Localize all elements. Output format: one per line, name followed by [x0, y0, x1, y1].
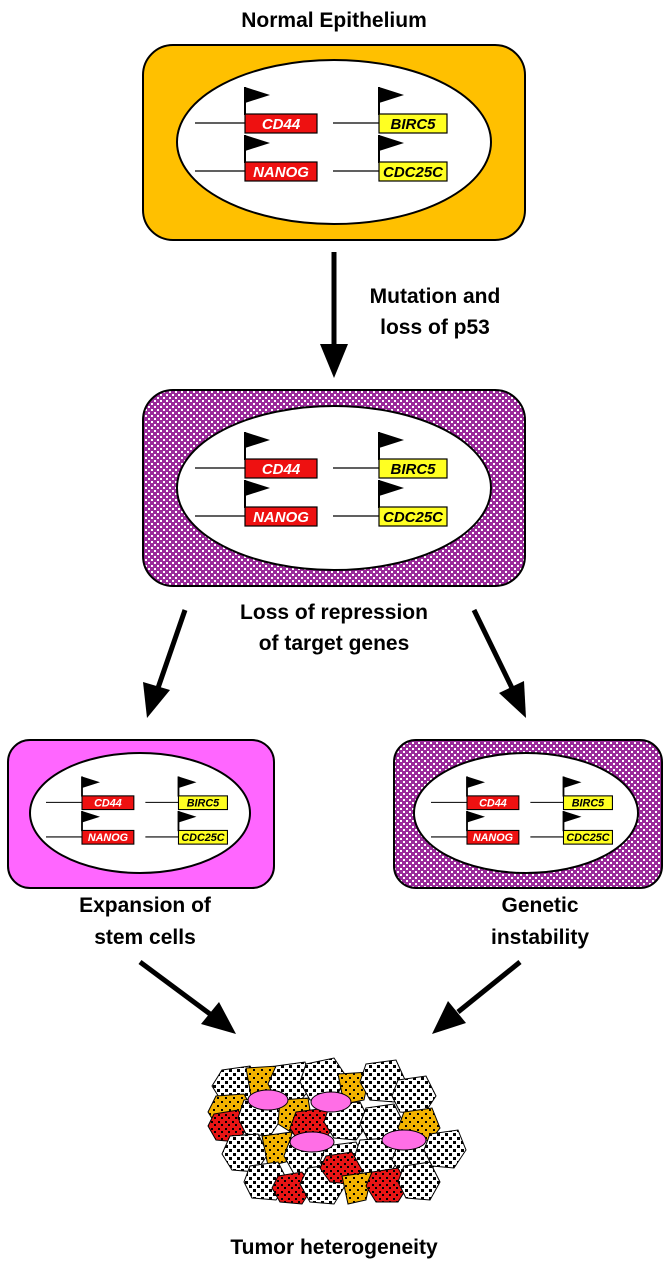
- gene-nanog-box: [244, 161, 318, 182]
- promoter-flag-icon: [244, 87, 270, 115]
- gene-nanog-label: NANOG: [253, 509, 309, 526]
- promoter-flag-icon: [244, 135, 270, 163]
- promoter-flag-icon: [378, 480, 404, 508]
- gene-cd44-box: [244, 458, 318, 479]
- gene-birc5-label: BIRC5: [390, 461, 436, 478]
- tumor-cell-cluster: [207, 1057, 467, 1205]
- gene-nanog-label: NANOG: [473, 832, 514, 844]
- gene-cd44-box: [244, 113, 318, 134]
- promoter-flag-icon: [177, 810, 197, 832]
- promoter-flag-icon: [562, 776, 582, 797]
- gene-birc5-label: BIRC5: [187, 798, 220, 810]
- promoter-flag-icon: [177, 776, 197, 797]
- label-repression-line2: of target genes: [258, 632, 410, 655]
- gene-birc5-box: [562, 795, 613, 811]
- gene-cdc25c-box: [378, 506, 448, 527]
- gene-nanog-box: [81, 829, 135, 845]
- normal-epithelium-cell: CD44 NANOG BIRC5 CDC25C: [142, 44, 526, 241]
- gene-nanog-box: [244, 506, 318, 527]
- promoter-flag-icon: [244, 432, 270, 460]
- gene-birc5-label: BIRC5: [390, 116, 436, 133]
- stem-cell-expansion-cell: CD44 NANOG BIRC5 CDC25C: [7, 739, 275, 889]
- gene-cdc25c-box: [562, 829, 613, 845]
- promoter-flag-icon: [81, 776, 100, 797]
- gene-cdc25c-label: CDC25C: [383, 509, 444, 526]
- gene-cd44-label: CD44: [94, 798, 122, 810]
- promoter-flag-icon: [378, 135, 404, 163]
- title-normal-epithelium: Normal Epithelium: [241, 9, 427, 32]
- arrow-down-left-icon: [143, 609, 188, 718]
- gene-cd44-label: CD44: [262, 461, 301, 478]
- arrow-down-icon: [320, 252, 348, 378]
- gene-nanog-label: NANOG: [253, 164, 309, 181]
- label-instability-line1: Genetic: [501, 894, 579, 917]
- gene-nanog-box: [466, 829, 520, 845]
- gene-cd44-box: [466, 795, 520, 811]
- gene-birc5-box: [378, 113, 448, 134]
- label-mutation-line1: Mutation and: [369, 285, 501, 308]
- title-tumor-heterogeneity: Tumor heterogeneity: [230, 1236, 438, 1259]
- arrow-converge-right-icon: [432, 960, 522, 1034]
- gene-cdc25c-label: CDC25C: [566, 832, 609, 844]
- gene-set: CD44 NANOG BIRC5 CDC25C: [46, 776, 228, 845]
- gene-cdc25c-box: [378, 161, 448, 182]
- gene-cdc25c-box: [177, 829, 228, 845]
- gene-birc5-box: [378, 458, 448, 479]
- promoter-flag-icon: [81, 810, 100, 832]
- promoter-flag-icon: [466, 810, 485, 832]
- gene-cdc25c-label: CDC25C: [383, 164, 444, 181]
- gene-birc5-box: [177, 795, 228, 811]
- gene-cdc25c-label: CDC25C: [181, 832, 224, 844]
- gene-set: CD44 NANOG BIRC5 CDC25C: [195, 87, 448, 182]
- gene-set: CD44 NANOG BIRC5 CDC25C: [195, 432, 448, 527]
- gene-set: CD44 NANOG BIRC5 CDC25C: [431, 776, 613, 845]
- gene-nanog-label: NANOG: [88, 832, 129, 844]
- arrow-converge-left-icon: [138, 959, 236, 1034]
- promoter-flag-icon: [244, 480, 270, 508]
- instability-cell-nucleus: [413, 752, 639, 874]
- p53-loss-cell: CD44 NANOG BIRC5 CDC25C: [142, 389, 526, 587]
- label-repression-line1: Loss of repression: [240, 601, 428, 624]
- gene-cd44-label: CD44: [479, 798, 507, 810]
- gene-cd44-label: CD44: [262, 116, 301, 133]
- stem-cell-nucleus: [29, 752, 251, 874]
- gene-cd44-box: [81, 795, 135, 811]
- promoter-flag-icon: [378, 87, 404, 115]
- label-expansion-line2: stem cells: [94, 926, 196, 949]
- label-expansion-line1: Expansion of: [79, 894, 211, 917]
- arrow-down-right-icon: [471, 608, 526, 718]
- promoter-flag-icon: [378, 432, 404, 460]
- p53-loss-cell-nucleus: [176, 405, 492, 571]
- normal-cell-nucleus: [176, 59, 492, 225]
- gene-birc5-label: BIRC5: [572, 798, 605, 810]
- promoter-flag-icon: [562, 810, 582, 832]
- genetic-instability-cell: CD44 NANOG BIRC5 CDC25C: [393, 739, 663, 889]
- label-mutation-line2: loss of p53: [380, 316, 490, 339]
- label-instability-line2: instability: [490, 926, 590, 949]
- promoter-flag-icon: [466, 776, 485, 797]
